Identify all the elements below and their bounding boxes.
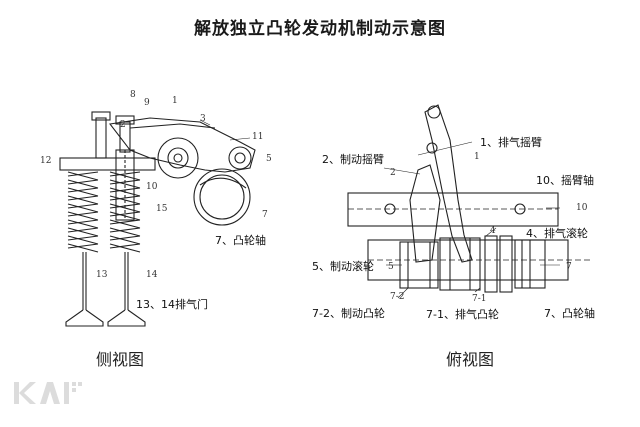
valve-spring-left (67, 171, 99, 253)
camshaft (193, 168, 251, 226)
watermark-logo (14, 378, 84, 408)
top-num-5: 5 (388, 262, 394, 272)
cam-lobe-2 (499, 235, 513, 293)
rocker-shaft (157, 137, 199, 179)
top-num-7-2: 7-2 (390, 292, 405, 302)
top-num-2: 2 (390, 168, 396, 178)
top-view-caption: 俯视图 (446, 350, 495, 369)
top-label-brake-roller: 5、制动滚轮 (312, 260, 374, 273)
brake-roller-top (399, 241, 439, 289)
side-view-drawing (59, 111, 256, 327)
top-label-exhaust-rocker: 1、排气摇臂 (480, 136, 542, 149)
rocker-shaft-top (347, 192, 559, 227)
exhaust-rocker-top (424, 104, 473, 263)
side-num-10: 10 (146, 182, 158, 192)
side-num-2: 2 (120, 120, 126, 130)
side-num-9: 9 (144, 98, 150, 108)
rocker-arm (108, 117, 256, 173)
top-num-4: 4 (490, 226, 496, 236)
side-num-8: 8 (130, 90, 136, 100)
top-label-exhaust-cam: 7-1、排气凸轮 (426, 308, 499, 321)
exhaust-roller-top (439, 237, 481, 291)
brake-rocker-top (409, 164, 441, 263)
adjust-screw-top (426, 142, 438, 154)
roller (228, 146, 252, 170)
valve-head-13 (65, 309, 104, 327)
valve-bridge (59, 157, 156, 171)
side-num-14: 14 (146, 270, 158, 280)
adjust-screw-left (95, 117, 107, 159)
leader-lines (199, 119, 560, 299)
side-num-1: 1 (172, 96, 178, 106)
side-label-camshaft: 7、凸轮轴 (215, 234, 266, 247)
side-label-valves: 13、14排气门 (136, 298, 208, 311)
cam-lobe-1 (484, 235, 498, 293)
side-num-7: 7 (262, 210, 268, 220)
top-num-7: 7 (566, 262, 572, 272)
side-num-12: 12 (40, 156, 52, 166)
top-num-10: 10 (576, 203, 588, 213)
top-label-brake-cam: 7-2、制动凸轮 (312, 307, 385, 320)
top-label-brake-rocker: 2、制动摇臂 (322, 153, 384, 166)
side-num-3: 3 (200, 114, 206, 124)
side-num-13: 13 (96, 270, 108, 280)
top-num-7-1: 7-1 (472, 294, 487, 304)
top-label-rocker-shaft: 10、摇臂轴 (536, 174, 594, 187)
side-num-5: 5 (266, 154, 272, 164)
side-num-11: 11 (252, 132, 264, 142)
side-view-caption: 侧视图 (96, 350, 145, 369)
top-view-drawing (347, 104, 590, 293)
top-label-camshaft: 7、凸轮轴 (544, 307, 595, 320)
side-num-15: 15 (156, 204, 168, 214)
valve-head-14 (107, 309, 146, 327)
top-label-exhaust-roller: 4、排气滚轮 (526, 227, 588, 240)
top-num-1: 1 (474, 152, 480, 162)
diagram-title: 解放独立凸轮发动机制动示意图 (194, 19, 446, 39)
